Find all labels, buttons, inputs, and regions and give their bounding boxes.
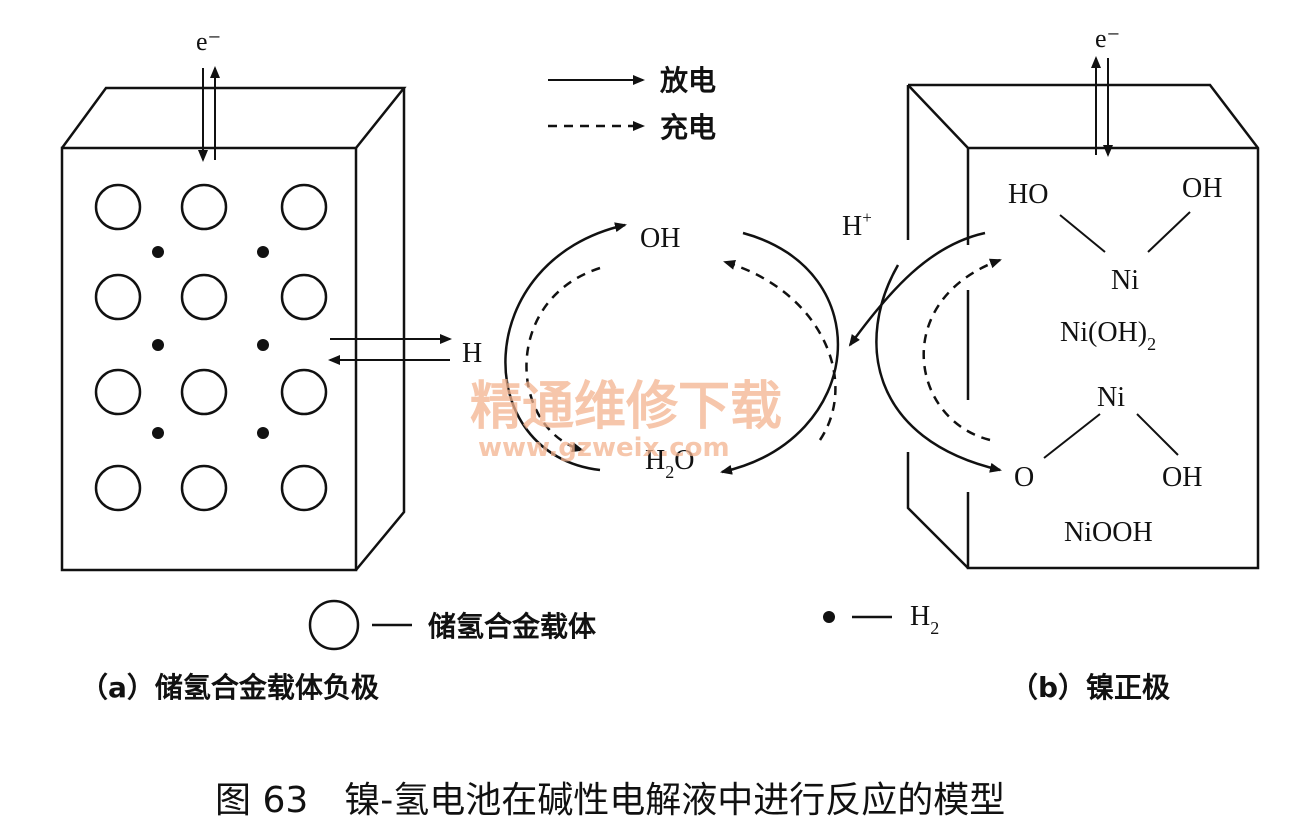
alloy-circle — [180, 464, 228, 512]
h-label: H — [462, 338, 482, 369]
alloy-circle — [280, 368, 328, 416]
left-electron-label: e⁻ — [196, 27, 221, 56]
o-label: O — [1014, 462, 1034, 493]
charge-label: 充电 — [660, 111, 716, 144]
discharge-legend: 放电 — [548, 64, 716, 97]
alloy-circle — [94, 368, 142, 416]
ni-bottom: Ni — [1097, 382, 1125, 413]
h2-dot — [257, 339, 269, 351]
proton-exchange-arrows — [848, 231, 1002, 473]
reaction-cycle — [504, 222, 840, 475]
alloy-circle — [280, 183, 328, 231]
alloy-legend: 储氢合金载体 — [308, 599, 597, 651]
figure-title: 图 63 镍-氢电池在碱性电解液中进行反应的模型 — [215, 780, 1005, 821]
ho-left: HO — [1008, 179, 1048, 210]
charge-legend: 充电 — [548, 111, 716, 144]
h2-dot — [257, 246, 269, 258]
h2-legend: H2 — [823, 601, 939, 638]
watermark-text: 精通维修下载 — [470, 377, 782, 437]
svg-text:H2O: H2O — [645, 445, 694, 482]
alloy-circle — [180, 183, 228, 231]
alloy-carrier-grid — [94, 183, 328, 512]
right-electron-arrows — [1091, 56, 1113, 157]
watermark-url: www.gzweix.com — [478, 433, 730, 463]
alloy-circle — [94, 183, 142, 231]
alloy-circle — [280, 464, 328, 512]
h-exchange-arrows — [328, 334, 452, 365]
alloy-circle — [180, 273, 228, 321]
alloy-circle — [180, 368, 228, 416]
negative-electrode-block — [60, 86, 407, 572]
h2-dot — [152, 427, 164, 439]
h2o-label: H2O — [645, 445, 694, 482]
alloy-circle — [280, 273, 328, 321]
h2-dot — [152, 339, 164, 351]
oh-label: OH — [640, 223, 680, 254]
caption-left: （a）储氢合金载体负极 — [80, 671, 379, 704]
nioh2-structure: HO OH Ni Ni(OH)2 — [1008, 173, 1222, 354]
h2-dot — [257, 427, 269, 439]
oh-bottom: OH — [1162, 462, 1202, 493]
niooh-structure: Ni O OH NiOOH — [1014, 382, 1202, 548]
alloy-circle — [94, 464, 142, 512]
hydrogen-dots — [152, 246, 269, 439]
alloy-legend-label: 储氢合金载体 — [428, 610, 597, 643]
nioh2-label: Ni(OH)2 — [1060, 317, 1156, 354]
oh-right: OH — [1182, 173, 1222, 204]
caption-right: （b）镍正极 — [1010, 671, 1170, 704]
h2-legend-label: H2 — [910, 601, 939, 638]
ni-top: Ni — [1111, 265, 1139, 296]
h2-dot — [152, 246, 164, 258]
discharge-label: 放电 — [659, 64, 716, 97]
svg-text:H+: H+ — [842, 208, 872, 242]
hplus-label: H+ — [842, 208, 872, 242]
left-electron-arrows — [198, 66, 220, 162]
alloy-circle — [94, 273, 142, 321]
right-electron-label: e⁻ — [1095, 24, 1120, 53]
positive-electrode-block — [906, 83, 1260, 570]
niooh-label: NiOOH — [1064, 517, 1153, 548]
